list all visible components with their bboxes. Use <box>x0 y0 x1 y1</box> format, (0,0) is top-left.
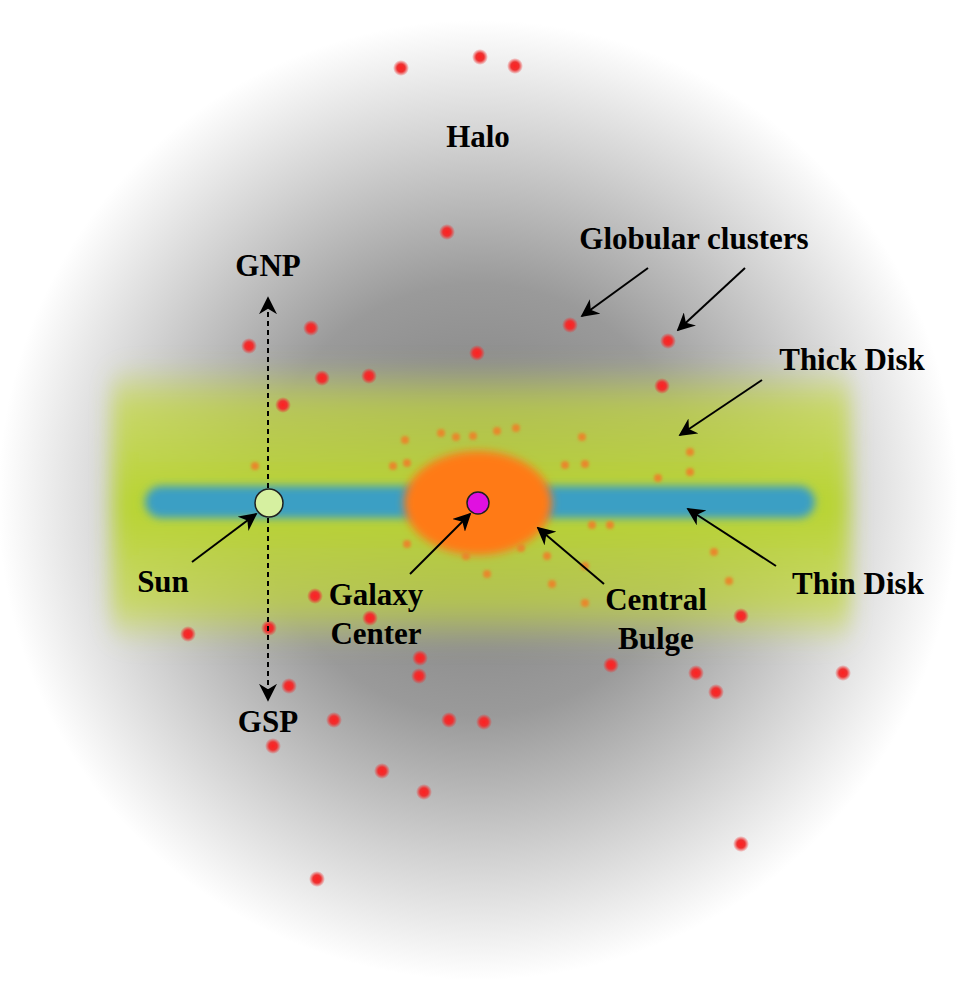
component-label: Central Bulge <box>591 581 721 659</box>
pole-label: GNP <box>235 247 300 286</box>
component-label: Thick Disk <box>779 341 925 380</box>
component-label: Globular clusters <box>579 220 808 259</box>
component-label: Thin Disk <box>792 565 924 604</box>
pole-label: GSP <box>238 703 298 742</box>
region-label: Halo <box>446 118 510 157</box>
object-label: Sun <box>137 563 189 602</box>
object-label: Galaxy Center <box>311 576 441 654</box>
